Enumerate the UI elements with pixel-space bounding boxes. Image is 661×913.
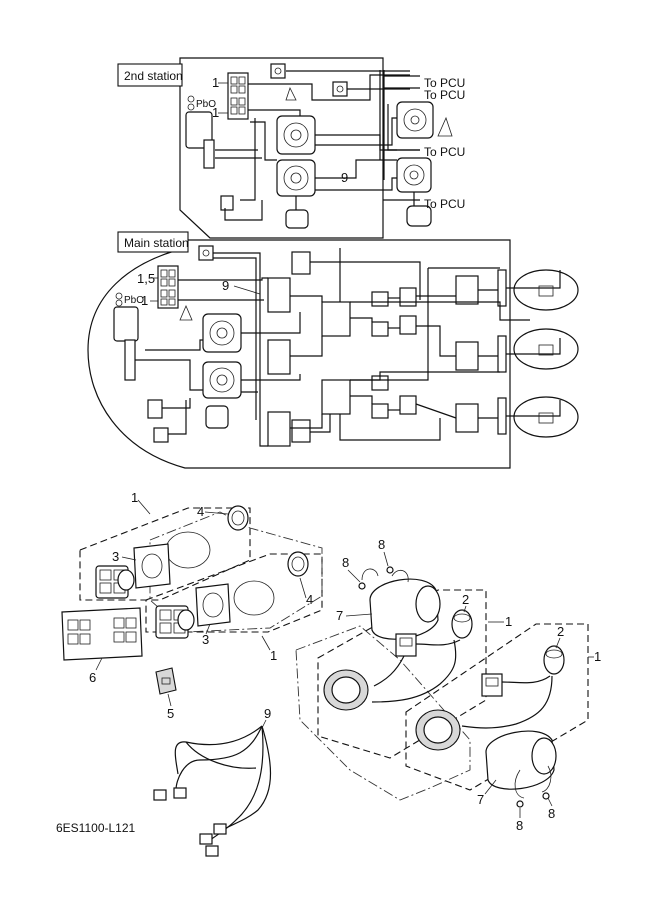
to-pcu-label-3: To PCU [424, 145, 465, 159]
key-fob-part [155, 667, 177, 695]
gasket-parts [133, 543, 231, 627]
main-station-panel: Main station 1,5 1 9 PbO [87, 231, 561, 469]
callout-top-1b: 1 [212, 105, 219, 120]
callout-c8-c: 8 [516, 818, 523, 833]
second-station-switch-block [227, 72, 249, 120]
wire-harness-part [153, 725, 272, 857]
callout-c7-top: 7 [336, 608, 343, 623]
callout-c3-left: 3 [112, 549, 119, 564]
engine-outlines [513, 269, 579, 438]
rcu-assembly-dashed-boxes [295, 589, 589, 801]
to-pcu-label-4: To PCU [424, 197, 465, 211]
to-pcu-label-2: To PCU [424, 88, 465, 102]
callout-c8-d: 8 [548, 806, 555, 821]
to-pcu-label-1: To PCU [424, 76, 465, 90]
callout-top-1a: 1 [212, 75, 219, 90]
clip-parts [358, 566, 552, 808]
callout-c4-right: 4 [306, 592, 313, 607]
switch-panel-plate [61, 607, 143, 661]
callout-c5: 5 [167, 706, 174, 721]
callout-c8-b: 8 [378, 537, 385, 552]
main-station-control-units [202, 313, 242, 429]
callout-c9: 9 [264, 706, 271, 721]
cover-parts [369, 578, 557, 790]
callout-c1-mid: 1 [270, 648, 277, 663]
callout-c7-bot: 7 [477, 792, 484, 807]
callout-c2-b: 2 [557, 624, 564, 639]
receptacle-parts [323, 633, 553, 751]
lock-nut-parts [227, 505, 309, 577]
callout-c8-a: 8 [342, 555, 349, 570]
callout-c4-top: 4 [197, 504, 204, 519]
second-station-label: 2nd station [124, 69, 183, 83]
callout-main-1-5: 1,5 [137, 271, 155, 286]
panel-glyph-top: PbO [196, 99, 216, 110]
callout-main-1: 1 [141, 293, 148, 308]
callout-c2-a: 2 [462, 592, 469, 607]
second-station-control-units [276, 101, 453, 197]
main-station-label: Main station [124, 236, 189, 250]
figure-code: 6ES1100-L121 [56, 821, 136, 835]
main-station-indicator-panel: PbO [113, 292, 144, 342]
switch-unit-parts [95, 565, 195, 639]
callout-c1-r2: 1 [594, 649, 601, 664]
collar-parts [451, 609, 565, 675]
callout-c1-r1: 1 [505, 614, 512, 629]
second-station-indicator-panel: PbO [185, 95, 216, 149]
main-station-hub-modules [267, 251, 507, 447]
second-station-panel: 2nd station 1 1 PbO [117, 57, 453, 239]
callout-c1-top: 1 [131, 490, 138, 505]
callout-main-9: 9 [222, 278, 229, 293]
callout-c3-mid: 3 [202, 632, 209, 647]
main-station-switch-block [157, 265, 179, 309]
panel-glyph-main: PbO [124, 295, 144, 306]
callout-c6: 6 [89, 670, 96, 685]
